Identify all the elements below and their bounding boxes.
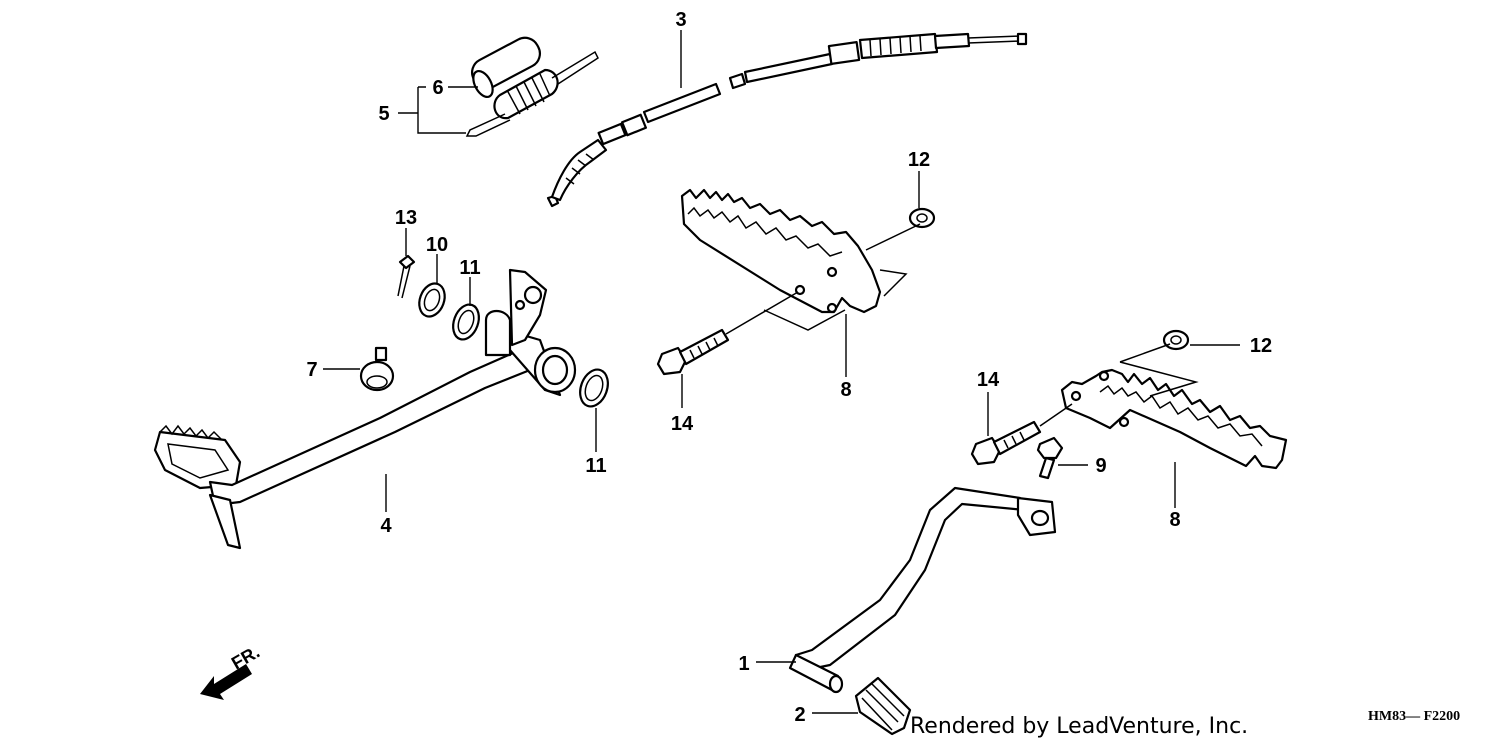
callout-8a: 8 bbox=[840, 379, 851, 401]
callout-2: 2 bbox=[794, 704, 805, 726]
front-direction-arrow: FR. bbox=[200, 642, 263, 700]
callout-14b: 14 bbox=[977, 369, 1000, 391]
footpeg-upper bbox=[680, 188, 908, 331]
shift-lever-rubber bbox=[854, 676, 912, 736]
callout-11b: 11 bbox=[585, 455, 606, 477]
callout-11a: 11 bbox=[459, 257, 480, 279]
nut-lower bbox=[1162, 329, 1190, 351]
diagram-code: HM83— F2200 bbox=[1368, 709, 1461, 724]
bolt-lower bbox=[970, 403, 1073, 466]
seal-upper bbox=[452, 303, 480, 341]
small-bolt bbox=[1036, 436, 1064, 480]
washer bbox=[418, 282, 446, 318]
callout-9: 9 bbox=[1095, 455, 1106, 477]
brake-cable bbox=[546, 32, 1028, 208]
brake-pedal bbox=[153, 268, 577, 550]
callout-12b: 12 bbox=[1250, 335, 1272, 357]
nut-upper bbox=[908, 207, 936, 229]
footpeg-lower bbox=[1060, 361, 1288, 470]
callout-1: 1 bbox=[738, 653, 749, 675]
callout-13: 13 bbox=[395, 207, 417, 229]
bolt-upper bbox=[656, 291, 799, 376]
callout-6: 6 bbox=[432, 77, 443, 99]
front-direction-label: FR. bbox=[228, 642, 263, 674]
cotter-pin bbox=[397, 254, 416, 299]
callout-8b: 8 bbox=[1169, 509, 1180, 531]
callout-4: 4 bbox=[380, 515, 392, 537]
callout-3: 3 bbox=[675, 9, 686, 31]
callout-14a: 14 bbox=[671, 413, 694, 435]
callout-10: 10 bbox=[426, 234, 448, 256]
seal-lower bbox=[579, 368, 609, 408]
callout-7: 7 bbox=[306, 359, 317, 381]
callout-5: 5 bbox=[378, 103, 389, 125]
gearshift-lever bbox=[788, 486, 1057, 694]
rubber-stop bbox=[359, 346, 395, 392]
leader-5 bbox=[398, 86, 466, 134]
render-credit: Rendered by LeadVenture, Inc. bbox=[910, 714, 1249, 739]
spring-set bbox=[465, 36, 599, 137]
callout-12a: 12 bbox=[908, 149, 930, 171]
